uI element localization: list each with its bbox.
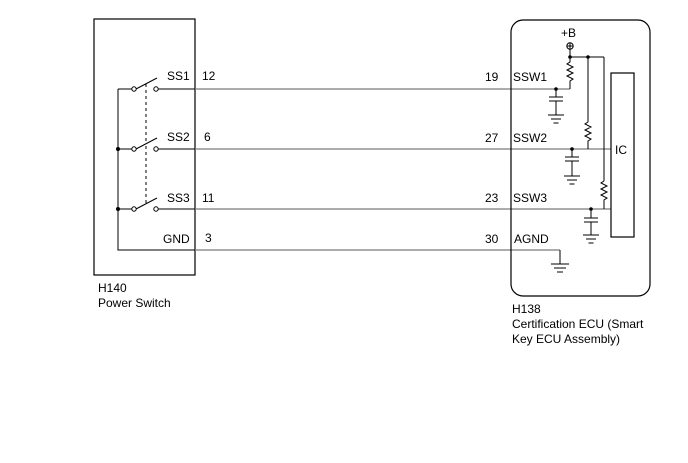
ssw3-label: SSW3: [513, 191, 547, 205]
ssw1-pin: 19: [485, 70, 499, 84]
ssw3-pin: 23: [485, 191, 499, 205]
ssw1-label: SSW1: [513, 70, 547, 84]
ecu-connector: H138: [512, 302, 541, 316]
gnd-label: GND: [163, 232, 190, 246]
capacitor-ssw1: [548, 87, 564, 124]
ecu-name-line1: Certification ECU (Smart: [512, 317, 644, 331]
agnd-ground-icon: [551, 250, 569, 273]
switch-ground-rail: [117, 89, 195, 251]
plus-b-label: +B: [561, 26, 576, 40]
ss3-pin: 11: [202, 191, 215, 205]
resistor-ssw3: [599, 180, 609, 209]
capacitor-ssw2: [564, 147, 580, 185]
ss1-label: SS1: [167, 69, 190, 83]
switch-ss1: [118, 77, 195, 92]
power-switch-name: Power Switch: [98, 296, 171, 310]
ss2-pin: 6: [204, 130, 211, 144]
ecu-name-line2: Key ECU Assembly): [512, 332, 620, 346]
plus-b-supply-icon: [566, 42, 574, 57]
resistor-ssw2: [583, 121, 593, 149]
agnd-label: AGND: [514, 232, 549, 246]
ssw2-label: SSW2: [513, 131, 547, 145]
ss3-label: SS3: [167, 191, 190, 205]
switch-ss3: [116, 197, 195, 212]
ecu-box: [510, 19, 651, 297]
gnd-pin: 3: [205, 231, 212, 245]
switch-ss2: [116, 137, 195, 152]
supply-rail: [570, 56, 605, 181]
ssw2-pin: 27: [485, 131, 499, 145]
ic-label: IC: [615, 143, 627, 157]
capacitor-ssw3: [583, 207, 599, 244]
power-switch-box: [93, 18, 196, 276]
ic-block: [610, 72, 635, 238]
resistor-ssw1: [565, 57, 575, 89]
ss1-pin: 12: [202, 69, 216, 83]
ss2-label: SS2: [167, 130, 190, 144]
agnd-pin: 30: [485, 232, 499, 246]
power-switch-connector: H140: [98, 281, 127, 295]
